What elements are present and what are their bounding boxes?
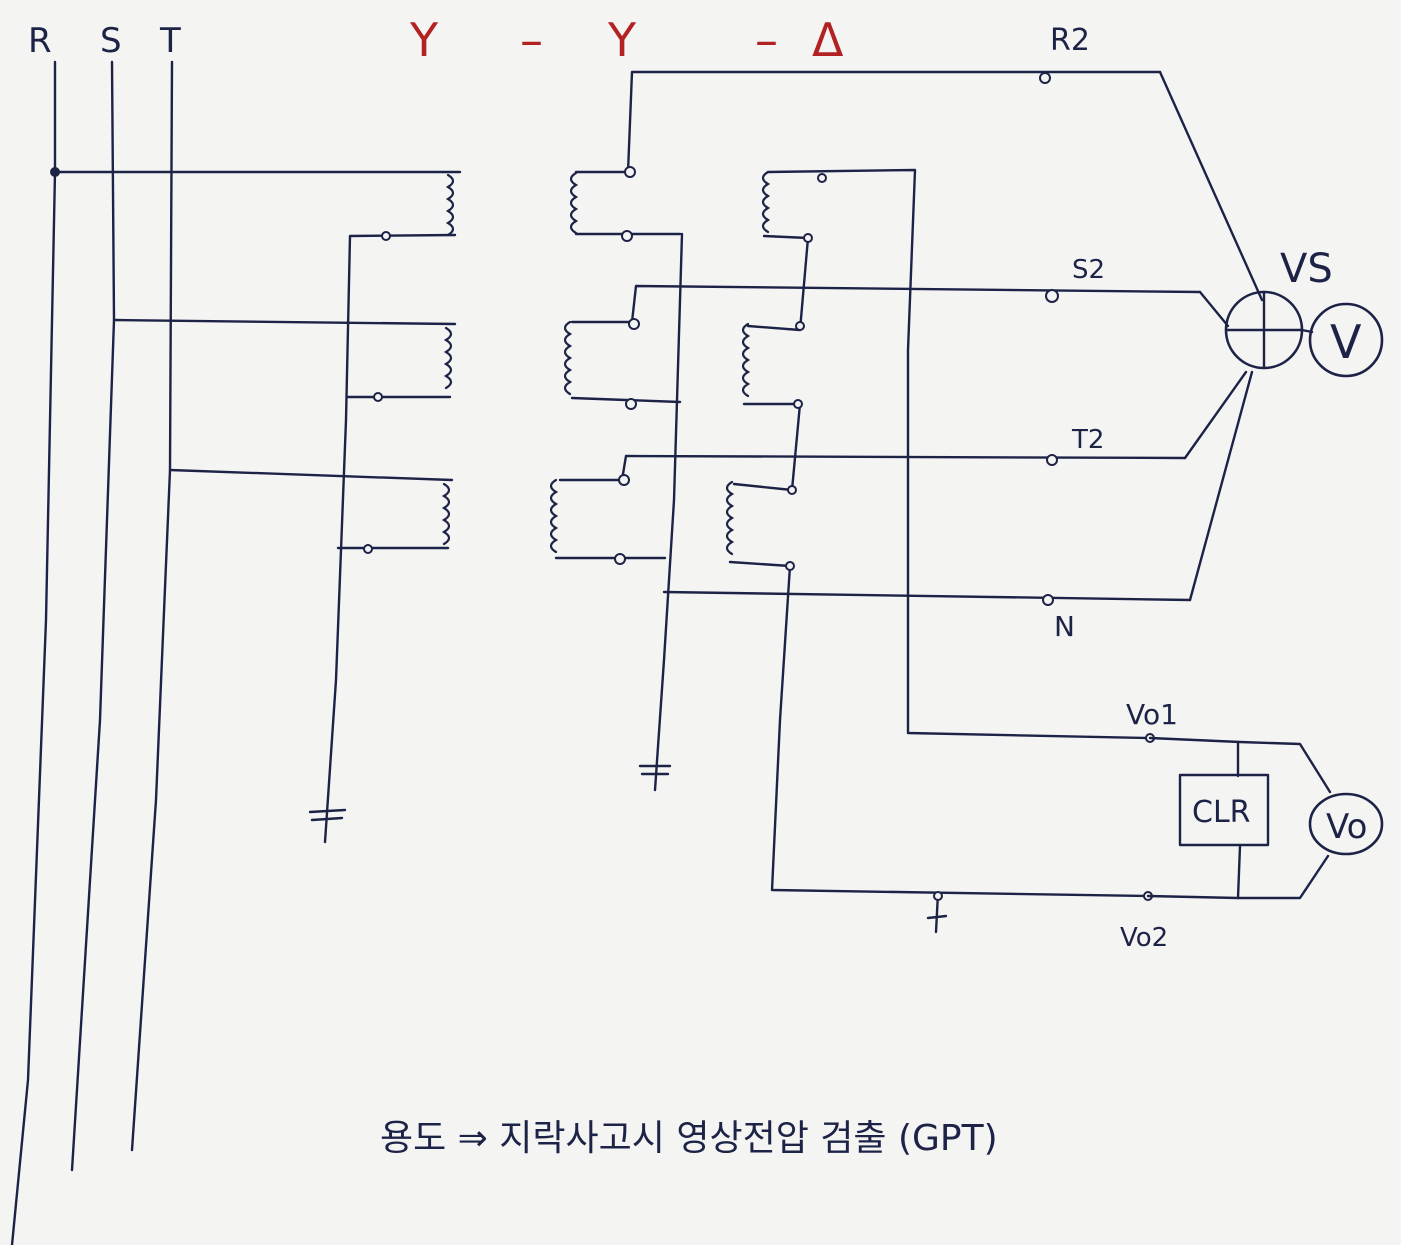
- terminal-n: [1042, 594, 1054, 606]
- voltmeter-icon: [1308, 302, 1384, 378]
- title-separator-2: –: [755, 13, 778, 67]
- primary-coil-1: [445, 173, 455, 237]
- three-phase-bus: [10, 60, 174, 1245]
- terminal-r2: [1039, 72, 1051, 84]
- voltmeter-label: V: [1330, 315, 1362, 369]
- voltmeter-switch-icon: [1224, 290, 1304, 370]
- clr-wiring: [1146, 736, 1332, 900]
- purpose-caption: 용도 ⇒ 지락사고시 영상전압 검출 (GPT): [380, 1118, 998, 1159]
- title-part-primary: Y: [409, 13, 439, 67]
- clr-label: CLR: [1192, 795, 1251, 830]
- tertiary-coil-3: [725, 480, 735, 556]
- terminal-label-s2: S2: [1072, 255, 1105, 285]
- clr-resistor-box: [1178, 773, 1270, 847]
- terminal-label-r2: R2: [1050, 23, 1090, 58]
- bus-line-s: [70, 60, 116, 1172]
- title-part-secondary: Y: [607, 13, 637, 67]
- title-separator-1: –: [520, 13, 543, 67]
- bus-label-s: S: [100, 21, 122, 61]
- secondary-ground-symbol: [638, 764, 672, 776]
- bus-label-r: R: [28, 21, 52, 61]
- connection-title: Y – Y – Δ: [409, 13, 844, 67]
- terminal-label-vo1: Vo1: [1126, 698, 1178, 731]
- secondary-windings: [549, 70, 1202, 792]
- zero-phase-voltmeter-label: Vo: [1326, 807, 1367, 847]
- secondary-coil-3: [549, 478, 559, 554]
- terminal-label-n: N: [1054, 610, 1075, 643]
- terminal-s2: [1045, 289, 1059, 303]
- tertiary-coil-2: [741, 322, 751, 398]
- primary-ground-symbol: [308, 808, 347, 822]
- primary-windings: [53, 170, 462, 844]
- title-part-tertiary: Δ: [812, 13, 844, 67]
- tertiary-windings: [725, 168, 1147, 934]
- voltmeter-switch-wiring: [1158, 70, 1264, 602]
- secondary-coil-1: [569, 171, 579, 235]
- primary-coil-3: [441, 482, 451, 546]
- bus-line-t: [130, 60, 174, 1152]
- zero-phase-voltmeter-icon: [1308, 792, 1384, 856]
- primary-coil-2: [443, 326, 453, 390]
- terminal-t2: [1046, 454, 1058, 466]
- terminal-label-vo2: Vo2: [1120, 923, 1168, 953]
- secondary-coil-2: [563, 320, 573, 396]
- output-terminals: [1039, 72, 1155, 901]
- bus-line-r: [10, 60, 57, 1245]
- tertiary-coil-1: [761, 170, 771, 234]
- voltmeter-switch-label: VS: [1280, 246, 1333, 292]
- bus-label-t: T: [159, 21, 181, 61]
- terminal-label-t2: T2: [1071, 425, 1104, 455]
